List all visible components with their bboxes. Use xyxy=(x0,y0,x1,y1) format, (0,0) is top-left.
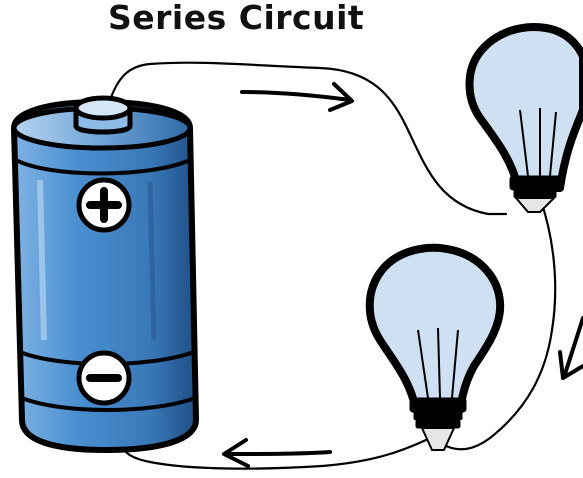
lightbulb-icon xyxy=(465,23,583,213)
arrow-right-icon xyxy=(240,82,354,112)
arrow-down-icon xyxy=(558,316,583,380)
plus-icon xyxy=(76,177,132,233)
lightbulb-icon xyxy=(365,243,505,451)
battery xyxy=(11,95,199,453)
wire-bottom xyxy=(118,438,428,470)
wire-between-bulbs xyxy=(444,196,557,451)
diagram-title: Series Circuit xyxy=(108,0,365,37)
minus-icon xyxy=(76,350,132,406)
arrow-left-icon xyxy=(222,438,332,468)
wire-top xyxy=(108,61,508,216)
